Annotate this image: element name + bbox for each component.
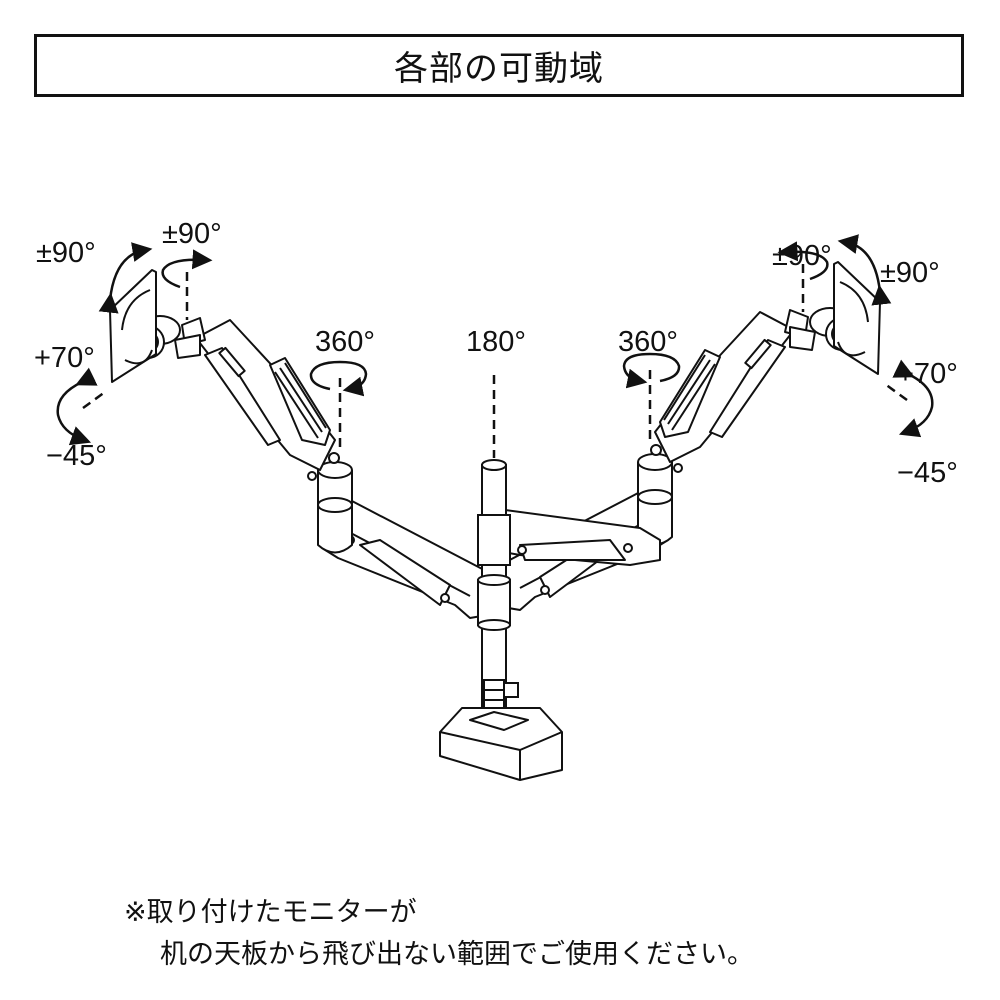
page-title: 各部の可動域 — [394, 49, 604, 89]
note-line-2: 机の天板から飛び出ない範囲でご使用ください。 — [160, 939, 754, 970]
right-swivel-label: ±90° — [880, 257, 940, 289]
left-elbow-label: 360° — [315, 326, 375, 358]
left-tilt-up-label: +70° — [34, 342, 95, 374]
left-arm — [58, 250, 506, 619]
right-tilt-down-label: −45° — [897, 457, 958, 489]
left-tilt-down-label: −45° — [46, 440, 107, 472]
pole-rotation-label: 180° — [466, 326, 526, 358]
title-box: 各部の可動域 — [34, 34, 964, 97]
left-swivel-label: ±90° — [36, 237, 96, 269]
right-tilt-up-label: +70° — [897, 358, 958, 390]
desk-clamp-base — [439, 707, 563, 781]
right-rotate-label: ±90° — [772, 240, 832, 272]
left-rotate-label: ±90° — [162, 218, 222, 250]
center-arm — [479, 509, 661, 566]
right-elbow-label: 360° — [618, 326, 678, 358]
note-line-1: ※取り付けたモニターが — [124, 897, 417, 928]
